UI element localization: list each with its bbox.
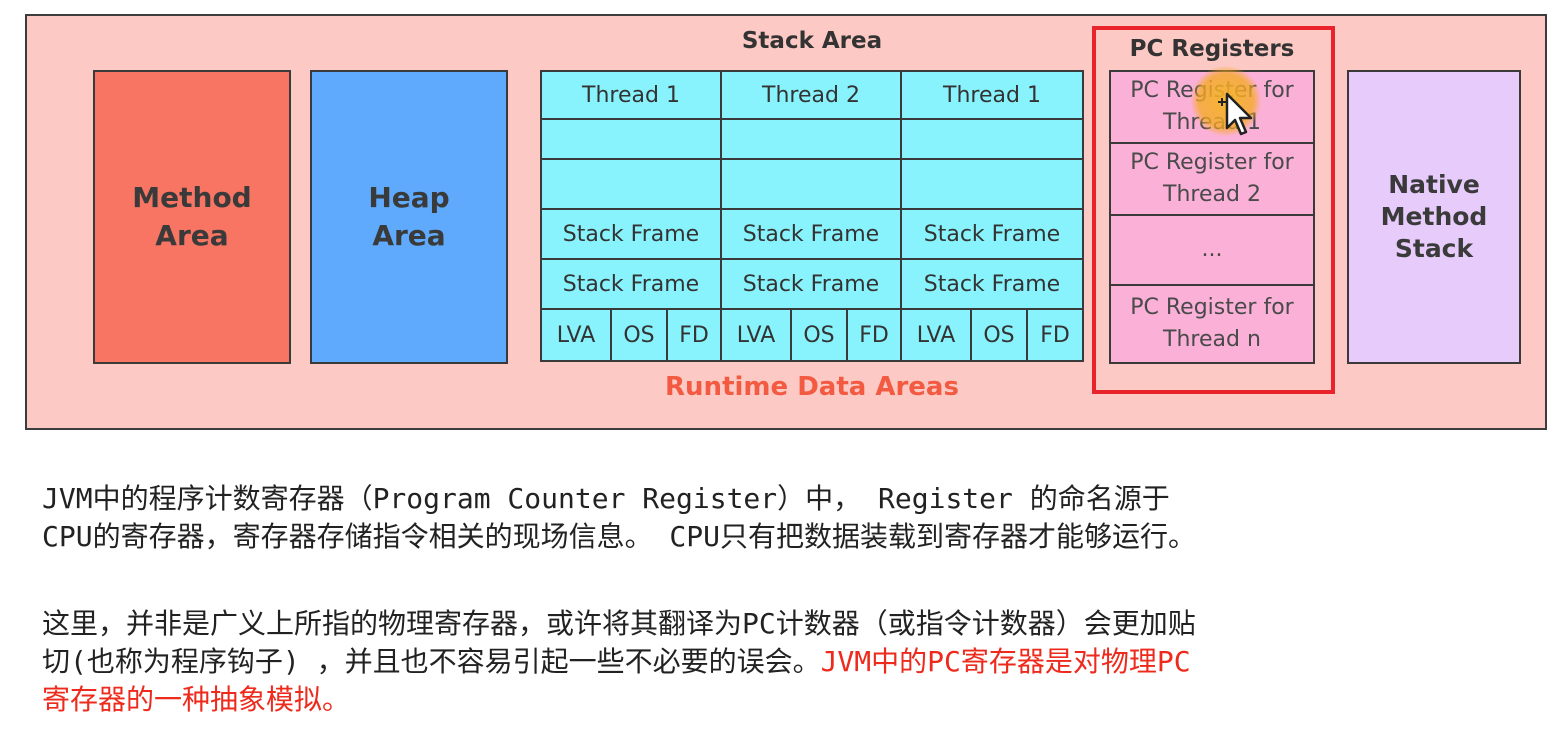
stack-empty-slot: [542, 160, 722, 210]
paragraph-2-highlight-text: JVM中的PC寄存器是对物理PC: [820, 645, 1191, 678]
stack-frame: Stack Frame: [542, 210, 722, 260]
native-method-stack-label: Native Method Stack: [1380, 170, 1488, 263]
heap-area-label: Heap Area: [368, 181, 450, 252]
stack-frame: Stack Frame: [902, 260, 1082, 310]
mouse-pointer-icon: [1218, 92, 1253, 136]
heap-area-box: Heap Area: [310, 70, 508, 364]
thread-header-1: Thread 1: [542, 72, 722, 120]
stack-sub-lva: LVA: [722, 310, 792, 360]
pc-registers-title: PC Registers: [1129, 36, 1295, 62]
stack-empty-slot: [902, 160, 1082, 210]
stack-sub-fd: FD: [848, 310, 902, 360]
paragraph-2-line-1: 这里，并非是广义上所指的物理寄存器，或许将其翻译为PC计数器（或指令计数器）会更…: [42, 607, 1196, 640]
stack-sub-os: OS: [792, 310, 848, 360]
stack-area-title: Stack Area: [741, 28, 883, 54]
stack-frame: Stack Frame: [542, 260, 722, 310]
pc-registers-highlight-frame: [1092, 26, 1335, 394]
paragraph-1-line-1: JVM中的程序计数寄存器（Program Counter Register）中，…: [42, 482, 1170, 515]
thread-header-2: Thread 2: [722, 72, 902, 120]
paragraph-2-line-3: 寄存器的一种抽象模拟。: [42, 683, 351, 716]
stack-frame: Stack Frame: [902, 210, 1082, 260]
pc-register-ellipsis: ...: [1111, 216, 1313, 286]
stack-empty-slot: [542, 120, 722, 160]
paragraph-2-line-2: 切(也称为程序钩子) ，并且也不容易引起一些不必要的误会。JVM中的PC寄存器是…: [42, 643, 1532, 681]
stack-empty-slot: [902, 120, 1082, 160]
runtime-data-areas-diagram: Stack Area PC Registers Method Area Heap…: [25, 14, 1547, 430]
stack-sub-os: OS: [612, 310, 668, 360]
runtime-data-areas-label: Runtime Data Areas: [665, 372, 959, 402]
pc-register-cell: PC Register for Thread 2: [1111, 144, 1313, 216]
method-area-label: Method Area: [132, 181, 252, 252]
paragraph-1-line-2: CPU的寄存器，寄存器存储指令相关的现场信息。 CPU只有把数据装载到寄存器才能…: [42, 520, 1197, 553]
stack-sub-lva: LVA: [542, 310, 612, 360]
paragraph-2: 这里，并非是广义上所指的物理寄存器，或许将其翻译为PC计数器（或指令计数器）会更…: [42, 605, 1532, 719]
paragraph-2-line-2-text: 切(也称为程序钩子) ，并且也不容易引起一些不必要的误会。: [42, 645, 821, 678]
stack-sub-fd: FD: [668, 310, 722, 360]
stack-sub-fd: FD: [1040, 322, 1070, 348]
method-area-box: Method Area: [93, 70, 291, 364]
stack-sub-lva: LVA: [902, 310, 972, 360]
stack-empty-slot: [722, 120, 902, 160]
stack-sub-os: OS: [972, 310, 1028, 360]
stack-frame: Stack Frame: [722, 260, 902, 310]
thread-header-3: Thread 1: [902, 72, 1082, 120]
stack-empty-slot: [722, 160, 902, 210]
stack-frame: Stack Frame: [722, 210, 902, 260]
pc-register-cell: PC Register for Thread n: [1130, 295, 1294, 352]
native-method-stack-box: Native Method Stack: [1347, 70, 1521, 364]
paragraph-1: JVM中的程序计数寄存器（Program Counter Register）中，…: [42, 480, 1532, 556]
